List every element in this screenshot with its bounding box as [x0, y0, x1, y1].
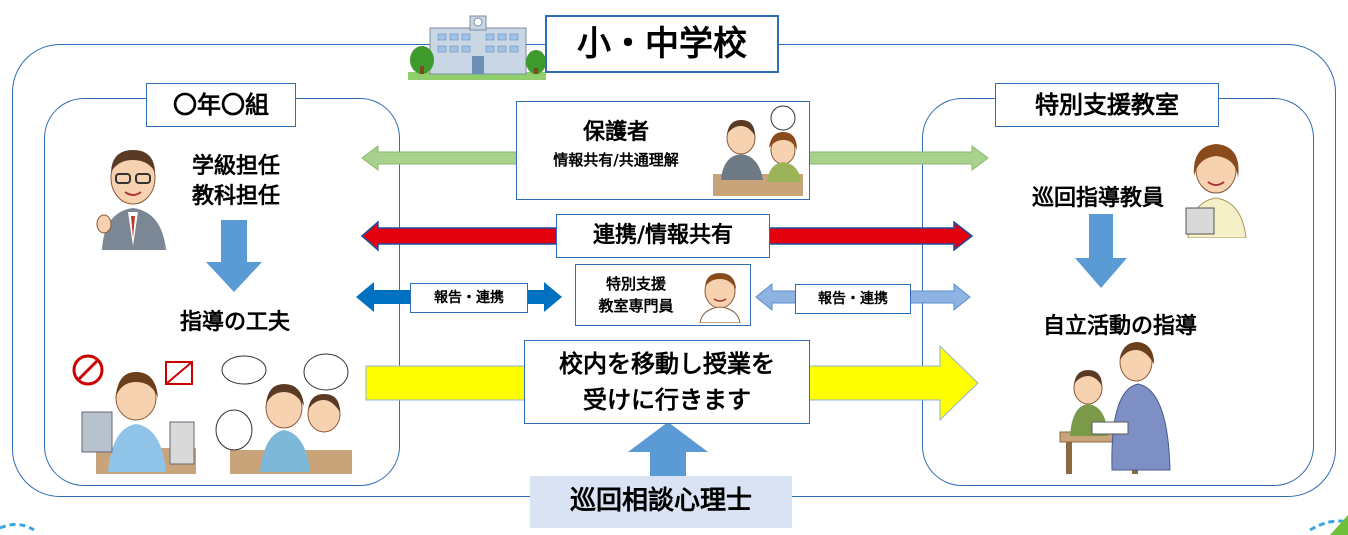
- collaboration-label: 連携/情報共有: [592, 222, 734, 248]
- school-title: 小・中学校: [545, 15, 779, 73]
- specialist-illustration: [699, 273, 741, 323]
- struggling-student-illustration: [72, 354, 196, 474]
- individual-instruction-illustration: [1059, 342, 1171, 474]
- report-right-label: 報告・連携: [818, 290, 888, 307]
- special-room-teacher: 巡回指導教員: [1031, 186, 1164, 211]
- talking-students-illustration: [215, 353, 352, 474]
- guardian-subtitle: 情報共有/共通理解: [553, 151, 679, 169]
- special-room-title: 特別支援教室: [995, 83, 1219, 127]
- psychologist-box: 巡回相談心理士: [530, 476, 792, 528]
- movement-box: 校内を移動し授業を 受けに行きます: [524, 340, 810, 424]
- movement-line1: 校内を移動し授業を: [559, 350, 775, 378]
- itinerant-teacher-illustration: [1185, 144, 1247, 238]
- guardian-title: 保護者: [582, 120, 649, 145]
- subject-teacher-text: 教科担任: [191, 184, 280, 209]
- classroom-result: 指導の工夫: [179, 310, 290, 335]
- report-right-box: 報告・連携: [795, 284, 911, 314]
- class-teacher-label: 学級担任 教科担任: [176, 152, 296, 212]
- classroom-down-arrow: [206, 220, 262, 292]
- parent-meeting-illustration: [713, 105, 803, 196]
- collaboration-box: 連携/情報共有: [556, 214, 770, 258]
- movement-line2: 受けに行きます: [583, 386, 751, 414]
- class-teacher-illustration: [96, 150, 166, 250]
- report-left-label: 報告・連携: [434, 289, 504, 306]
- special-room-down-arrow: [1075, 214, 1127, 288]
- classroom-title: 〇年〇組: [146, 83, 296, 127]
- special-room-title-text: 特別支援教室: [1035, 90, 1179, 119]
- report-left-box: 報告・連携: [410, 283, 528, 313]
- school-building-icon: [408, 15, 546, 80]
- specialist-line1: 特別支援: [605, 275, 666, 293]
- psychologist-up-arrow: [628, 422, 708, 476]
- classroom-title-text: 〇年〇組: [173, 90, 269, 119]
- specialist-box: 特別支援 教室専門員: [575, 264, 751, 326]
- special-room-result: 自立活動の指導: [1042, 314, 1197, 339]
- school-title-text: 小・中学校: [577, 23, 747, 64]
- guardian-box: 保護者 情報共有/共通理解: [516, 101, 810, 200]
- homeroom-teacher-text: 学級担任: [191, 154, 280, 179]
- psychologist-label: 巡回相談心理士: [569, 486, 752, 517]
- specialist-line2: 教室専門員: [598, 297, 674, 315]
